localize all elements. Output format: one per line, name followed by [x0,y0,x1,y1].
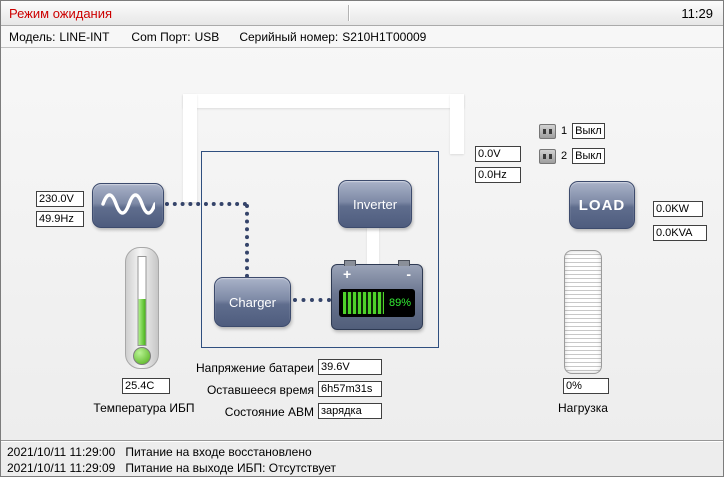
thermometer-tube [137,256,147,346]
dotted-line-down [245,204,249,278]
event-log-line: 2021/10/11 11:29:09 Питание на выходе ИБ… [7,460,717,476]
battery-terminal-positive [344,260,356,266]
event-message: Питание на входе восстановлено [125,445,312,459]
remaining-time-box: 6h57m31s [318,381,382,397]
temperature-value-box: 25.4C [122,378,170,394]
temperature-label: Температура ИБП [93,401,195,415]
thermometer-gauge [125,247,159,369]
thermometer-fill [138,299,146,345]
event-timestamp: 2021/10/11 11:29:09 [7,461,116,475]
load-kva-box: 0.0KVA [653,225,707,241]
battery-voltage-box: 39.6V [318,359,382,375]
load-gauge-label: Нагрузка [558,401,608,415]
dotted-line-input [165,202,247,206]
abm-state-box: зарядка [318,403,382,419]
battery-voltage-label: Напряжение батареи [195,361,314,375]
model-value: LINE-INT [59,30,110,44]
charger-button[interactable]: Charger [214,277,291,327]
charger-label: Charger [229,294,276,310]
input-frequency-box: 49.9Hz [36,211,84,227]
flow-pipe-left [183,94,197,202]
outlet-row-1: 1 Выкл [539,123,605,139]
output-frequency-box: 0.0Hz [475,167,521,183]
serial-number-value: S210H1T00009 [342,30,427,44]
inverter-label: Inverter [352,196,398,212]
outlet-state-box[interactable]: Выкл [572,148,605,164]
event-log-bar: 2021/10/11 11:29:00 Питание на входе вос… [1,440,723,476]
load-level-gauge [564,250,602,374]
flow-pipe-inverter [367,227,379,267]
com-port-value: USB [194,30,220,44]
com-port-label: Com Порт: [131,30,191,44]
inverter-button[interactable]: Inverter [338,180,412,228]
thermometer-bulb-icon [133,347,151,365]
outlet-number: 2 [561,150,568,162]
outlet-state-box[interactable]: Выкл [572,123,605,139]
battery-percent: 89% [388,297,411,309]
device-info-bar: Модель: LINE-INT Com Порт: USB Серийный … [1,27,723,48]
battery-bars-icon [343,292,384,314]
outlet-number: 1 [561,125,568,137]
battery-indicator[interactable]: + - 89% [331,260,423,330]
load-kw-box: 0.0KW [653,201,703,217]
titlebar-divider [348,5,350,21]
input-voltage-box: 230.0V [36,191,84,207]
abm-state-label: Состояние ABM [224,405,314,419]
battery-plus-sign: + [343,266,352,282]
dotted-line-charger [293,298,331,302]
outlet-socket-icon [539,148,556,164]
outlet-socket-icon [539,123,556,139]
clock-time: 11:29 [681,6,713,21]
output-voltage-box: 0.0V [475,146,521,162]
ups-mode-status: Режим ожидания [9,6,113,21]
event-timestamp: 2021/10/11 11:29:00 [7,445,116,459]
battery-terminal-negative [398,260,410,266]
flow-pipe-top [183,94,464,108]
load-label: LOAD [578,196,626,214]
serial-number-label: Серийный номер: [239,30,339,44]
outlet-row-2: 2 Выкл [539,148,605,164]
ac-input-button[interactable] [92,183,164,228]
flow-pipe-right [450,94,464,154]
sine-wave-icon [101,190,157,221]
ups-internal-panel [201,151,439,348]
load-percent-box: 0% [563,378,609,394]
remaining-time-label: Оставшееся время [206,383,314,397]
model-label: Модель: [9,30,56,44]
battery-charge-display: 89% [339,289,415,317]
load-button[interactable]: LOAD [569,181,635,229]
event-message: Питание на выходе ИБП: Отсутствует [125,461,337,475]
title-bar: Режим ожидания 11:29 [1,1,723,26]
event-log-line: 2021/10/11 11:29:00 Питание на входе вос… [7,444,717,460]
battery-minus-sign: - [406,266,411,282]
